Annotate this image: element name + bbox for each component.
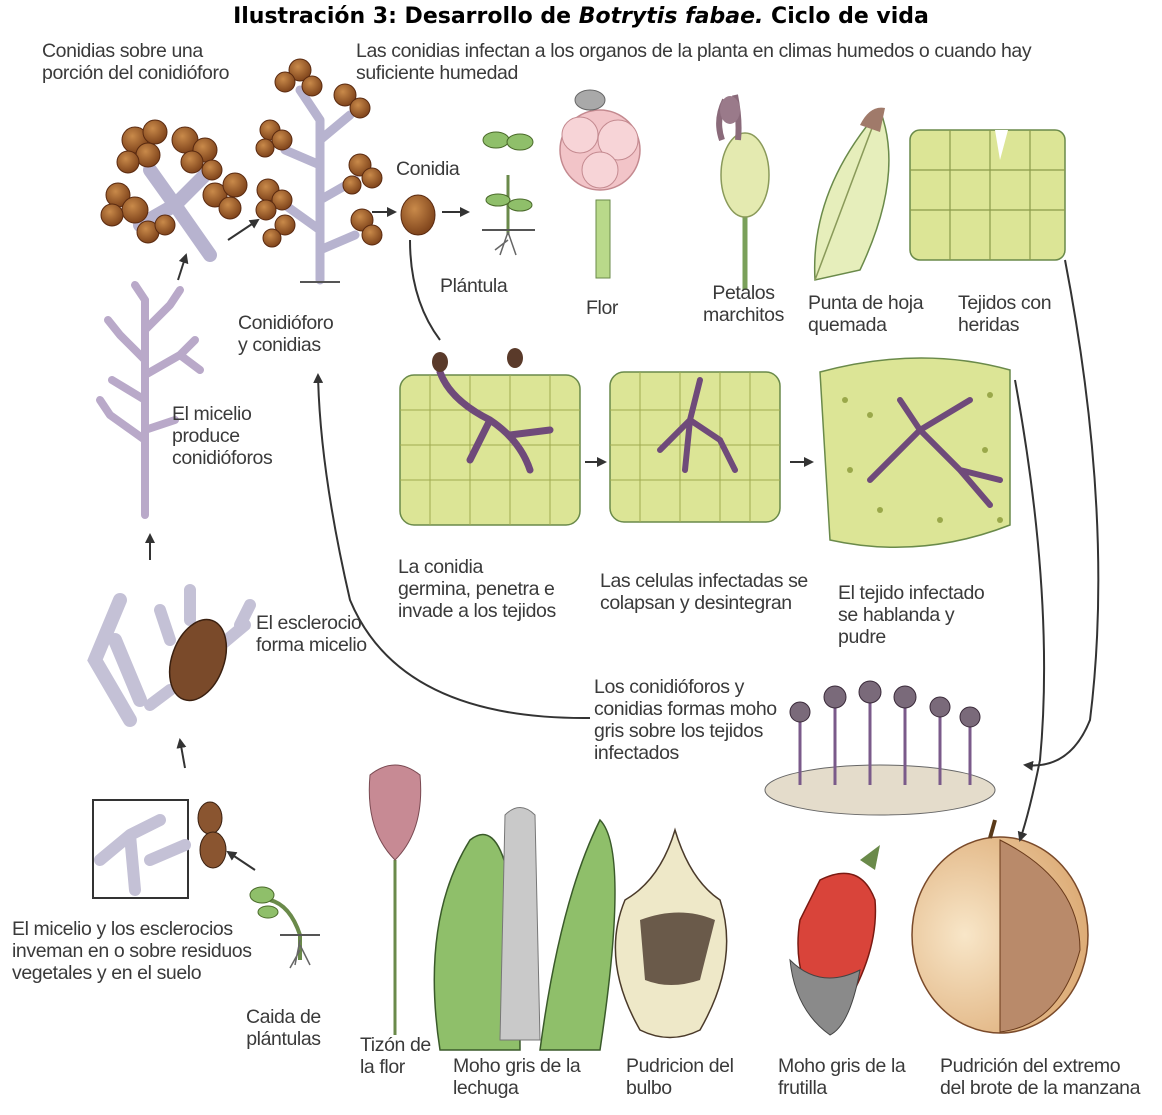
- sclerotium-mycelium-illustration: [95, 590, 250, 720]
- label-infectan: Las conidias infectan a los organos de l…: [356, 40, 1116, 84]
- label-esclerocio: El esclerocio forma micelio: [256, 612, 367, 656]
- lettuce-grey-mould-illustration: [434, 808, 615, 1051]
- label-pudricion-bulbo: Pudricion del bulbo: [626, 1055, 734, 1099]
- label-conidias-porcion: Conidias sobre una porción del conidiófo…: [42, 40, 282, 84]
- germination-tissue-illustration: [400, 348, 580, 525]
- label-conidioforo-conidias: Conidióforo y conidias: [238, 312, 333, 356]
- label-tejidos-heridas: Tejidos con heridas: [958, 292, 1051, 336]
- conidiophore-illustration: [256, 59, 382, 282]
- label-invernan: El micelio y los esclerocios inveman en …: [12, 918, 252, 984]
- apple-end-rot-illustration: [912, 820, 1088, 1033]
- wilted-petals-illustration: [719, 95, 769, 290]
- label-pudricion-manzana: Pudrición del extremo del brote de la ma…: [940, 1055, 1140, 1099]
- strawberry-grey-mould-illustration: [790, 845, 880, 1035]
- label-moho-gris-tejidos: Los conidióforos y conidias formas moho …: [594, 676, 777, 764]
- label-tejido-pudre: El tejido infectado se hablanda y pudre: [838, 582, 984, 648]
- grey-mould-tissue-illustration: [765, 681, 995, 815]
- rotting-tissue-illustration: [820, 358, 1010, 547]
- damping-off-seedling-illustration: [250, 887, 320, 968]
- label-flor: Flor: [586, 297, 618, 319]
- label-tizon: Tizón de la flor: [360, 1034, 431, 1078]
- flower-blight-illustration: [369, 765, 420, 1035]
- flower-illustration: [560, 90, 640, 278]
- label-celulas-colapsan: Las celulas infectadas se colapsan y des…: [600, 570, 808, 614]
- label-moho-lechuga: Moho gris de la lechuga: [453, 1055, 580, 1099]
- seedling-illustration: [482, 132, 535, 255]
- wounded-tissue-illustration: [910, 130, 1065, 260]
- label-micelio-produce: El micelio produce conidióforos: [172, 403, 272, 469]
- conidium-illustration: [401, 195, 435, 235]
- burnt-leaf-tip-illustration: [815, 108, 889, 280]
- bulb-rot-illustration: [615, 830, 726, 1038]
- label-petalos: Petalos marchitos: [703, 282, 784, 326]
- conidia-cluster-illustration: [101, 120, 247, 255]
- label-conidia: Conidia: [396, 158, 459, 180]
- label-plantula: Plántula: [440, 275, 507, 297]
- label-moho-frutilla: Moho gris de la frutilla: [778, 1055, 905, 1099]
- collapsing-cells-illustration: [610, 372, 780, 522]
- mycelium-conidiophores-illustration: [100, 285, 200, 515]
- label-conidia-germina: La conidia germina, penetra e invade a l…: [398, 556, 556, 622]
- overwintering-box-illustration: [93, 800, 226, 898]
- label-punta-hoja: Punta de hoja quemada: [808, 292, 923, 336]
- label-caida: Caida de plántulas: [246, 1006, 321, 1050]
